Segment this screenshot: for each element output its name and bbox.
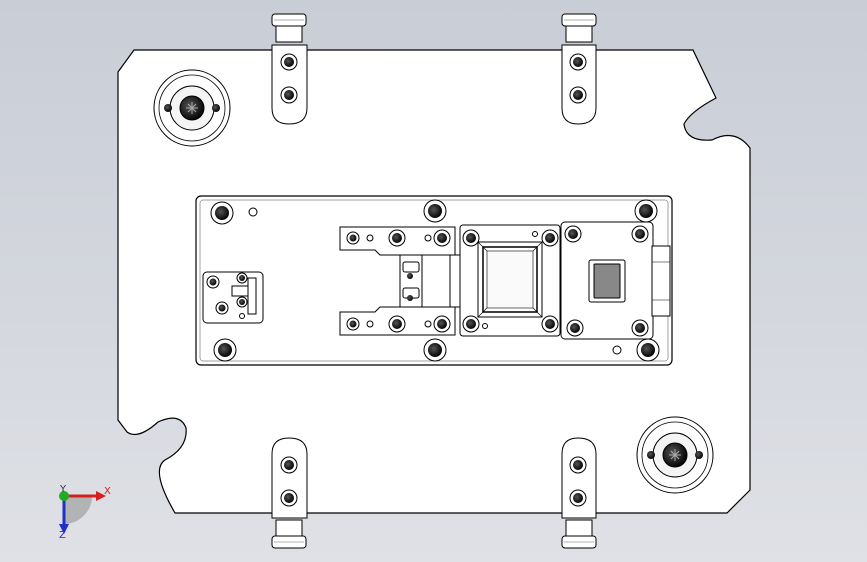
fixture-screw <box>423 338 447 362</box>
clamp-arm-bottom-right[interactable] <box>561 437 597 549</box>
y-axis-icon <box>59 491 69 501</box>
clamp-arm-bottom-left[interactable] <box>271 437 308 549</box>
left-slider-block[interactable] <box>202 271 264 324</box>
guide-bushing-top-left[interactable] <box>153 69 231 147</box>
guide-bushing-bottom-right[interactable] <box>636 416 714 494</box>
pin-hole <box>248 207 258 217</box>
z-axis-label: Z <box>59 530 66 541</box>
inspection-window <box>593 263 621 299</box>
fixture-screw <box>210 201 234 225</box>
fixture-screw <box>213 338 237 362</box>
right-cover-plate[interactable] <box>560 221 671 340</box>
fixture-screw <box>636 338 660 362</box>
product-nest[interactable] <box>459 224 561 337</box>
center-clamp-frame[interactable] <box>339 226 461 336</box>
orientation-triad <box>59 491 106 534</box>
pin-hole <box>612 345 622 355</box>
clamp-arm-top-left[interactable] <box>271 13 308 125</box>
fixture-screw <box>423 199 447 223</box>
fixture-screw <box>634 199 658 223</box>
clamp-arm-top-right[interactable] <box>561 13 597 125</box>
y-axis-label: Y <box>60 484 67 495</box>
triad-shadow <box>64 496 92 524</box>
x-axis-label: X <box>104 486 111 497</box>
